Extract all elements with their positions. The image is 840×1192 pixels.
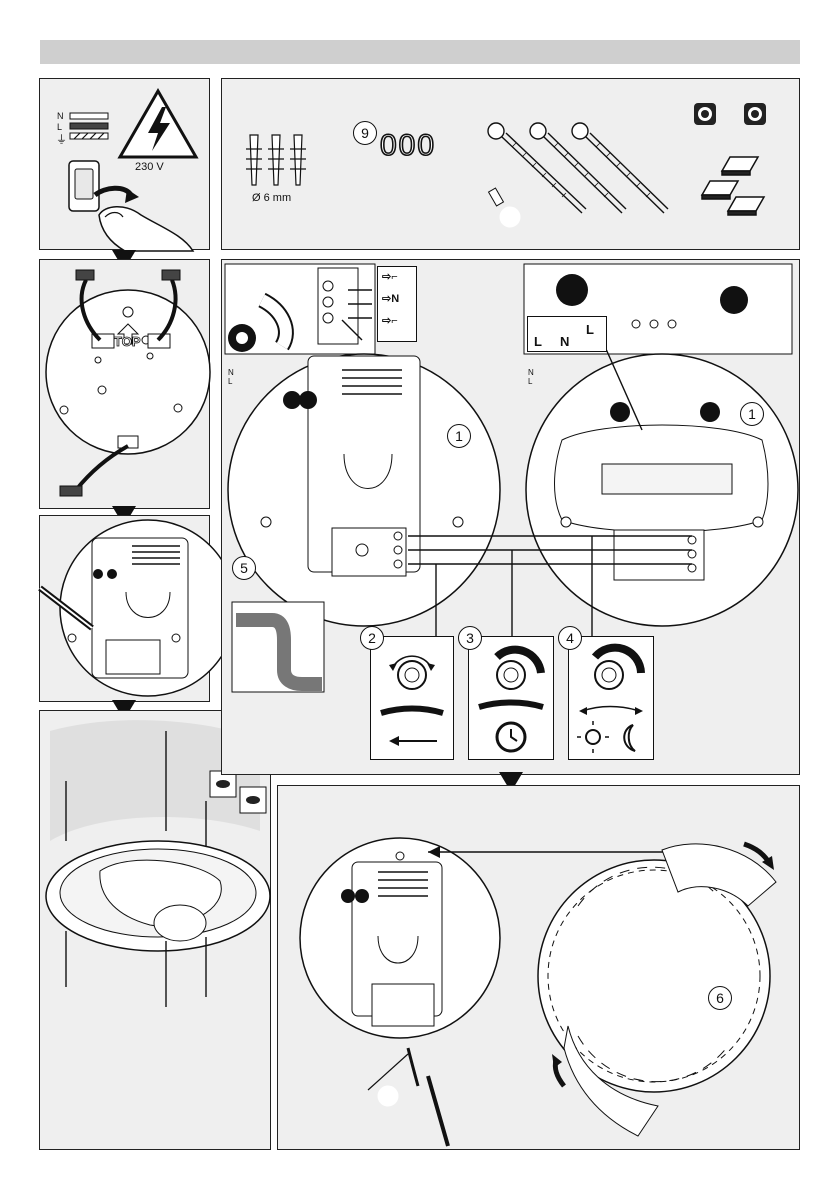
wall-dowels-icon: [242, 129, 322, 199]
right-terminal-l2: L: [586, 322, 594, 337]
left-ground-n: N: [228, 368, 234, 377]
plugs-display: 000: [380, 129, 436, 163]
dowel-size-label: Ø 6 mm: [252, 192, 291, 204]
panel-mark-holes: [39, 515, 210, 702]
ref-number-9: 9: [353, 121, 377, 145]
panel-wiring: ⇨⌐ ⇨N ⇨⌐ L N L N L N L 1 1 5: [221, 259, 800, 775]
ref-number-5: 5: [232, 556, 256, 580]
terminal-arrow-2: ⇨N: [382, 292, 399, 305]
panel-parts: Ø 6 mm 9 000: [221, 78, 800, 250]
ceiling-mount-diagram: [40, 711, 272, 1151]
mode-box-3: [468, 636, 554, 760]
panel-ceiling-mount: [39, 710, 271, 1150]
high-voltage-warning-icon: [118, 89, 198, 165]
rotate-knob-icon: [371, 637, 453, 759]
plugs-count-text: 000: [380, 129, 436, 162]
wire-color-bars: [70, 113, 110, 143]
ref-number-2: 2: [360, 626, 384, 650]
ref-number-1-right: 1: [740, 402, 764, 426]
day-night-knob-icon: [569, 637, 653, 759]
cover-attach-diagram: [278, 786, 801, 1151]
ref-number-1-left: 1: [447, 424, 471, 448]
mode-box-2: [370, 636, 454, 760]
panel-power-off: N L ⏚ 230 V: [39, 78, 210, 250]
header-bar: [40, 40, 800, 64]
left-ground-l: L: [228, 377, 232, 386]
ref-number-4: 4: [558, 626, 582, 650]
right-ground-n: N: [528, 368, 534, 377]
right-terminal-l: L: [534, 334, 542, 349]
base-plate-diagram: [40, 260, 211, 510]
top-label: TOP: [114, 334, 141, 349]
cable-clamps-icon: [700, 151, 780, 231]
marking-diagram: [40, 516, 211, 703]
screws-icon: [482, 117, 672, 227]
light-switch-icon: [65, 155, 195, 250]
panel-base-template: TOP: [39, 259, 210, 509]
ref-number-6: 6: [708, 986, 732, 1010]
wire-label-n: N: [57, 111, 64, 121]
terminal-arrow-3: ⇨⌐: [382, 314, 398, 327]
timer-knob-icon: [469, 637, 553, 759]
wire-label-ground: ⏚: [56, 131, 67, 147]
ref-number-3: 3: [458, 626, 482, 650]
terminal-arrow-1: ⇨⌐: [382, 270, 398, 283]
panel-attach-cover: 6: [277, 785, 800, 1150]
right-ground-l: L: [528, 377, 532, 386]
cable-grommets-icon: [692, 101, 792, 131]
right-terminal-n: N: [560, 334, 569, 349]
mode-box-4: [568, 636, 654, 760]
